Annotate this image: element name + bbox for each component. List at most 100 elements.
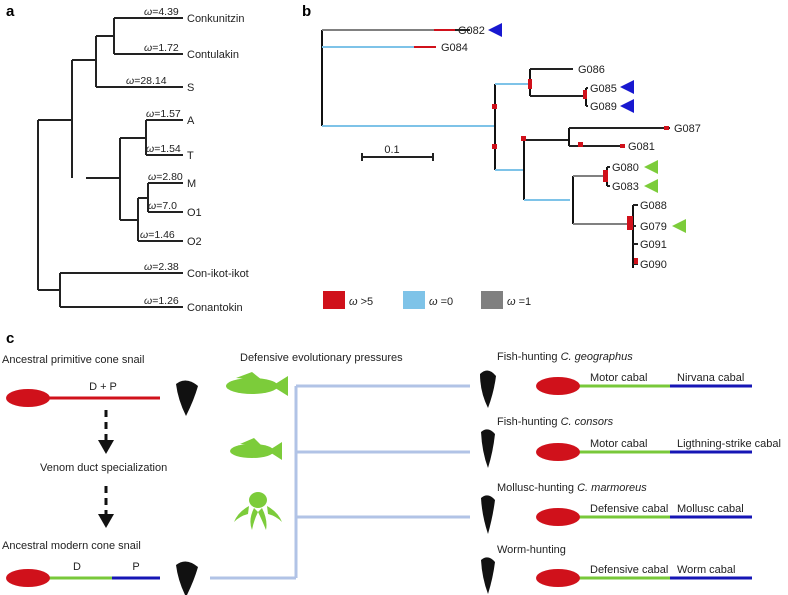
node-3 bbox=[120, 120, 147, 155]
node-5 bbox=[120, 198, 139, 241]
omega-symbol: ω bbox=[144, 261, 152, 273]
panel-b-leaf-labels: G082G084G086G085G089G087G081G080G083G088… bbox=[441, 25, 701, 271]
fish-icon bbox=[226, 372, 288, 396]
legend-label: ω =0 bbox=[429, 296, 453, 308]
cabal-left-label: Motor cabal bbox=[590, 438, 647, 450]
legend-swatch bbox=[323, 291, 345, 309]
cabal-left-label: Motor cabal bbox=[590, 372, 647, 384]
tree-leaf-label: G088 bbox=[640, 200, 667, 212]
ancestral-modern-label: Ancestral modern cone snail bbox=[2, 540, 141, 552]
leaf-label: T bbox=[187, 150, 194, 162]
panel-a-tree bbox=[37, 17, 183, 308]
omega-symbol: ω bbox=[146, 143, 154, 155]
omega-number: =28.14 bbox=[134, 75, 167, 87]
modern-gene-signal bbox=[6, 569, 50, 587]
leaf-label: Conantokin bbox=[187, 302, 243, 314]
cabal-right-label: Ligthning-strike cabal bbox=[677, 438, 781, 450]
omega-value: ω=28.14 bbox=[126, 75, 167, 87]
legend-symbol: ω bbox=[429, 296, 438, 308]
omega-symbol: ω bbox=[146, 108, 154, 120]
legend-text: >5 bbox=[358, 296, 374, 308]
leaf-label: S bbox=[187, 82, 194, 94]
species-name: C. geographus bbox=[561, 351, 634, 363]
arrow-g082 bbox=[488, 23, 502, 37]
node-6 bbox=[86, 138, 121, 220]
arrow-g079 bbox=[672, 219, 686, 233]
tree-leaf-label: G086 bbox=[578, 64, 605, 76]
legend-text: =0 bbox=[438, 296, 454, 308]
shell-consors bbox=[481, 429, 495, 468]
d-label: D bbox=[73, 561, 81, 573]
tree-leaf-label: G079 bbox=[640, 221, 667, 233]
omega-value: ω=7.0 bbox=[148, 200, 177, 212]
omega-value: ω=1.54 bbox=[146, 143, 181, 155]
b-g080-tips bbox=[607, 166, 610, 187]
species-prefix: Fish-hunting bbox=[497, 351, 561, 363]
arrow-g080 bbox=[644, 160, 658, 174]
omega-symbol: ω bbox=[148, 171, 156, 183]
omega-number: =2.38 bbox=[152, 261, 179, 273]
omega-value: ω=1.57 bbox=[146, 108, 181, 120]
node-2 bbox=[72, 36, 97, 87]
legend-swatch bbox=[481, 291, 503, 309]
omega-number: =1.54 bbox=[154, 143, 181, 155]
omega-number: =1.26 bbox=[152, 295, 179, 307]
cabal-left-label: Defensive cabal bbox=[590, 564, 668, 576]
tree-leaf-label: G084 bbox=[441, 42, 468, 54]
species-title: Worm-hunting bbox=[497, 544, 566, 556]
omega-number: =1.57 bbox=[154, 108, 181, 120]
p-label: P bbox=[132, 561, 139, 573]
node-4 bbox=[138, 183, 149, 212]
species-name: C. consors bbox=[561, 416, 614, 428]
leaf-label: Conkunitzin bbox=[187, 13, 244, 25]
b-g085-tips bbox=[586, 87, 588, 107]
omega-value: ω=2.80 bbox=[148, 171, 183, 183]
shell-marmoreus bbox=[481, 495, 495, 534]
omega-symbol: ω bbox=[144, 6, 152, 18]
species-prefix: Worm-hunting bbox=[497, 544, 566, 556]
b-scale-bar bbox=[361, 153, 434, 161]
omega-number: =2.80 bbox=[156, 171, 183, 183]
leaf-label: Contulakin bbox=[187, 49, 239, 61]
legend-text: =1 bbox=[516, 296, 532, 308]
omega-number: =1.72 bbox=[152, 42, 179, 54]
primitive-gene-signal bbox=[6, 389, 50, 407]
shell-geographus bbox=[480, 370, 496, 408]
omega-symbol: ω bbox=[140, 229, 148, 241]
node-1 bbox=[96, 18, 115, 54]
ancestral-primitive-label: Ancestral primitive cone snail bbox=[2, 354, 144, 366]
pressure-tree bbox=[210, 384, 470, 580]
tree-leaf-label: G081 bbox=[628, 141, 655, 153]
cabal-right-label: Nirvana cabal bbox=[677, 372, 744, 384]
cabal-left-label: Defensive cabal bbox=[590, 503, 668, 515]
legend-label: ω =1 bbox=[507, 296, 531, 308]
tree-leaf-label: G085 bbox=[590, 83, 617, 95]
panel-c-label: c bbox=[6, 330, 14, 347]
panel-a-leaf-labels: ConkunitzinContulakinSATMO1O2Con-ikot-ik… bbox=[187, 13, 249, 314]
arrow-g089 bbox=[620, 99, 634, 113]
fish-icon bbox=[230, 438, 282, 460]
panel-a-omega-labels: ω=4.39ω=1.72ω=28.14ω=1.57ω=1.54ω=2.80ω=7… bbox=[126, 6, 183, 307]
species-title: Fish-hunting C. geographus bbox=[497, 351, 633, 363]
omega-value: ω=2.38 bbox=[144, 261, 179, 273]
leaf-label: A bbox=[187, 115, 195, 127]
b-g079-tips bbox=[633, 204, 638, 265]
species-prefix: Mollusc-hunting bbox=[497, 482, 577, 494]
legend-label: ω >5 bbox=[349, 296, 373, 308]
legend-swatch bbox=[403, 291, 425, 309]
panel-b-arrows bbox=[488, 23, 686, 233]
tree-leaf-label: G082 bbox=[458, 25, 485, 37]
shell-modern bbox=[176, 561, 198, 595]
tree-leaf-label: G089 bbox=[590, 101, 617, 113]
shells bbox=[176, 370, 496, 595]
duct-arrows bbox=[98, 410, 114, 528]
species-bars bbox=[536, 377, 752, 587]
legend-symbol: ω bbox=[349, 296, 358, 308]
omega-symbol: ω bbox=[144, 42, 152, 54]
species-title: Mollusc-hunting C. marmoreus bbox=[497, 482, 647, 494]
legend-symbol: ω bbox=[507, 296, 516, 308]
dp-label: D + P bbox=[89, 381, 117, 393]
